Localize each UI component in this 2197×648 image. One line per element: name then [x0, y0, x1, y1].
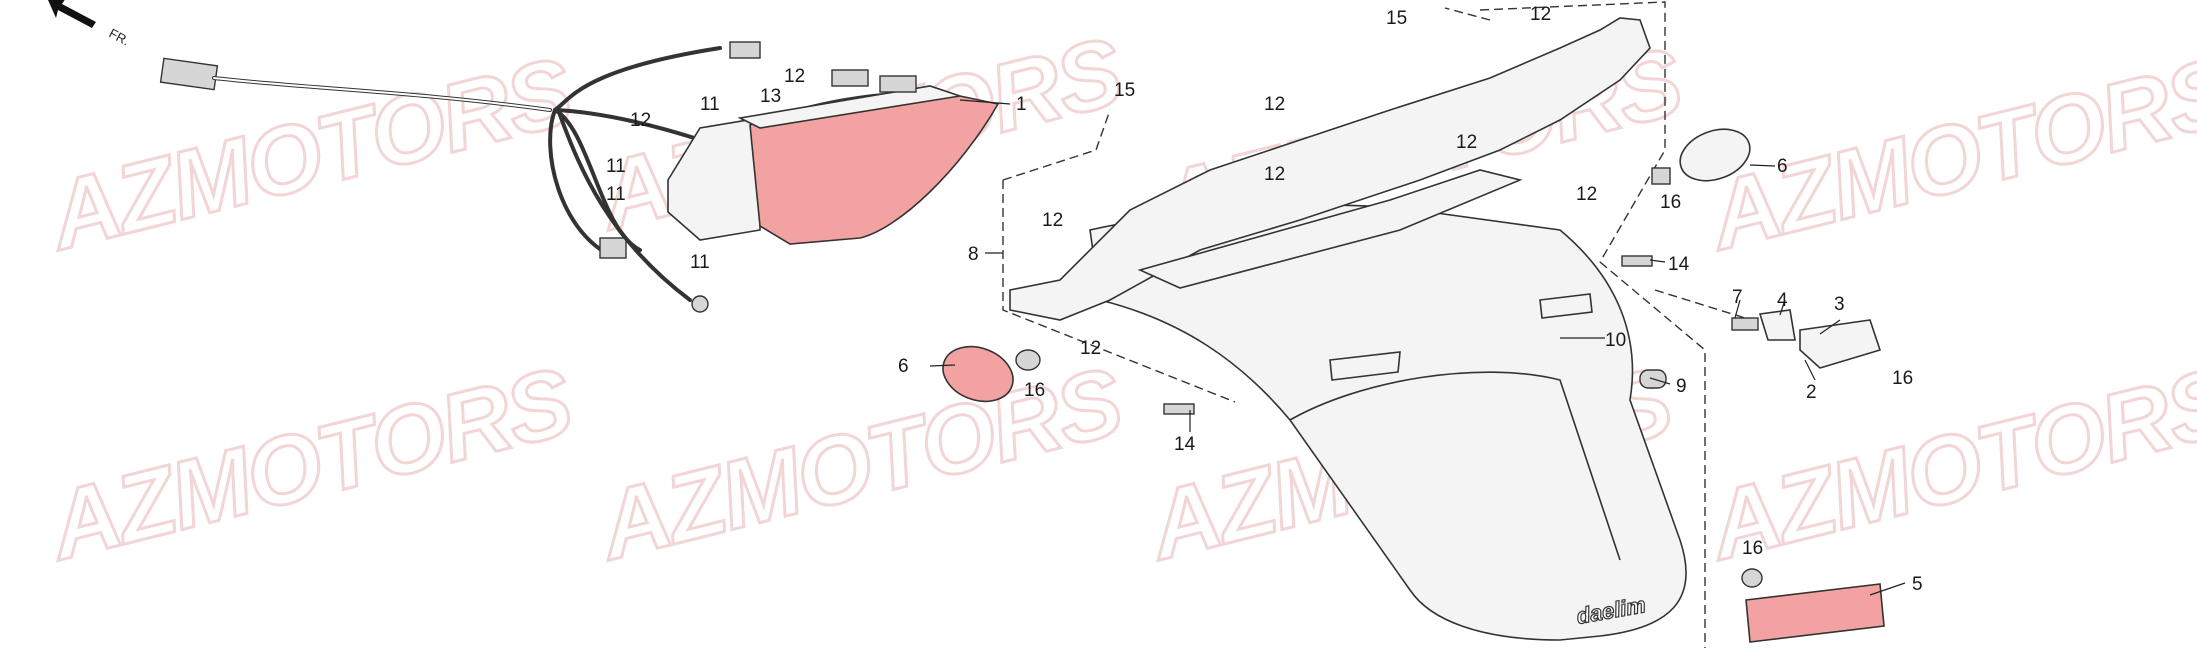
callout-labels: 1 2 3 4 5 6 6 7 8 9 10 11 11 11 11 12 12… [606, 4, 1923, 595]
callout-3: 3 [1834, 294, 1845, 315]
callout-15-a: 15 [1386, 8, 1407, 29]
tail-light-assembly [667, 69, 1000, 245]
callout-11-a: 11 [700, 94, 720, 115]
reflector-side-left [942, 345, 1014, 403]
callout-12-c: 12 [1530, 4, 1551, 25]
callout-12-f: 12 [1264, 164, 1285, 185]
callout-14-a: 14 [1668, 254, 1690, 275]
callout-2: 2 [1806, 382, 1817, 403]
grommet [691, 295, 709, 313]
callout-16-c: 16 [1892, 368, 1913, 389]
fender-ridge [1289, 371, 1621, 561]
upper-bracket [1009, 17, 1651, 321]
callout-11-b: 11 [606, 156, 626, 177]
callout-16-b: 16 [1024, 380, 1045, 401]
callout-12-i: 12 [1080, 338, 1101, 359]
bracket-inner [1137, 169, 1523, 289]
connector-main [159, 57, 219, 91]
wiring-harness [159, 41, 761, 313]
fender-slot-2 [1539, 293, 1593, 319]
nut-16a [1651, 167, 1671, 185]
callout-15-b: 15 [1114, 80, 1135, 101]
callout-8: 8 [968, 244, 979, 265]
callout-7: 7 [1732, 287, 1743, 308]
callout-16-d: 16 [1742, 538, 1763, 559]
callout-10: 10 [1605, 330, 1626, 351]
license-lamp-housing [1799, 319, 1882, 369]
callout-11-d: 11 [690, 252, 710, 273]
connector-top [729, 41, 761, 59]
watermark-8: AZMOTORS [1697, 347, 2197, 580]
callout-13: 13 [760, 86, 781, 107]
callout-11-c: 11 [606, 184, 626, 205]
reflector-rear [1745, 583, 1885, 643]
callout-6-left: 6 [898, 356, 909, 377]
arrow-icon [48, 0, 96, 28]
callout-1: 1 [1016, 94, 1027, 115]
nut-16b [1015, 349, 1041, 371]
callout-16-a: 16 [1660, 192, 1681, 213]
front-direction-arrow: FR. [48, 0, 132, 48]
mount-clip-2 [879, 75, 917, 93]
bulb [1731, 317, 1759, 331]
watermark-4: AZMOTORS [1697, 37, 2197, 270]
callout-12-h: 12 [1042, 210, 1063, 231]
reflector-round-top [1679, 128, 1751, 182]
callout-12-b: 12 [630, 110, 651, 131]
side-parts [942, 128, 1885, 643]
tail-light-lens [749, 91, 1000, 245]
bolt-14b [1163, 403, 1195, 415]
callout-9: 9 [1676, 376, 1687, 397]
rear-fender: daelim [1089, 204, 1687, 641]
callout-12-g: 12 [1576, 184, 1597, 205]
watermark-1: AZMOTORS [37, 37, 582, 270]
callout-12-a: 12 [784, 66, 805, 87]
connector-lower [599, 237, 627, 259]
direction-label: FR. [107, 25, 133, 48]
license-lamp-lens [1758, 309, 1796, 341]
watermark-5: AZMOTORS [37, 347, 582, 580]
tail-light-top-rim [737, 85, 961, 129]
tail-light-bracket [667, 117, 761, 241]
callout-4: 4 [1777, 290, 1788, 311]
callout-5: 5 [1912, 574, 1923, 595]
callout-14-b: 14 [1174, 434, 1196, 455]
callout-12-e: 12 [1456, 132, 1477, 153]
bolt-14a [1621, 255, 1653, 267]
leader-lines [929, 99, 1906, 596]
watermark-6: AZMOTORS [587, 347, 1132, 580]
callout-12-d: 12 [1264, 94, 1285, 115]
fender-slot-1 [1329, 351, 1401, 381]
nut-16c [1741, 568, 1763, 588]
callout-6-top: 6 [1777, 156, 1788, 177]
mount-clip-1 [831, 69, 869, 87]
